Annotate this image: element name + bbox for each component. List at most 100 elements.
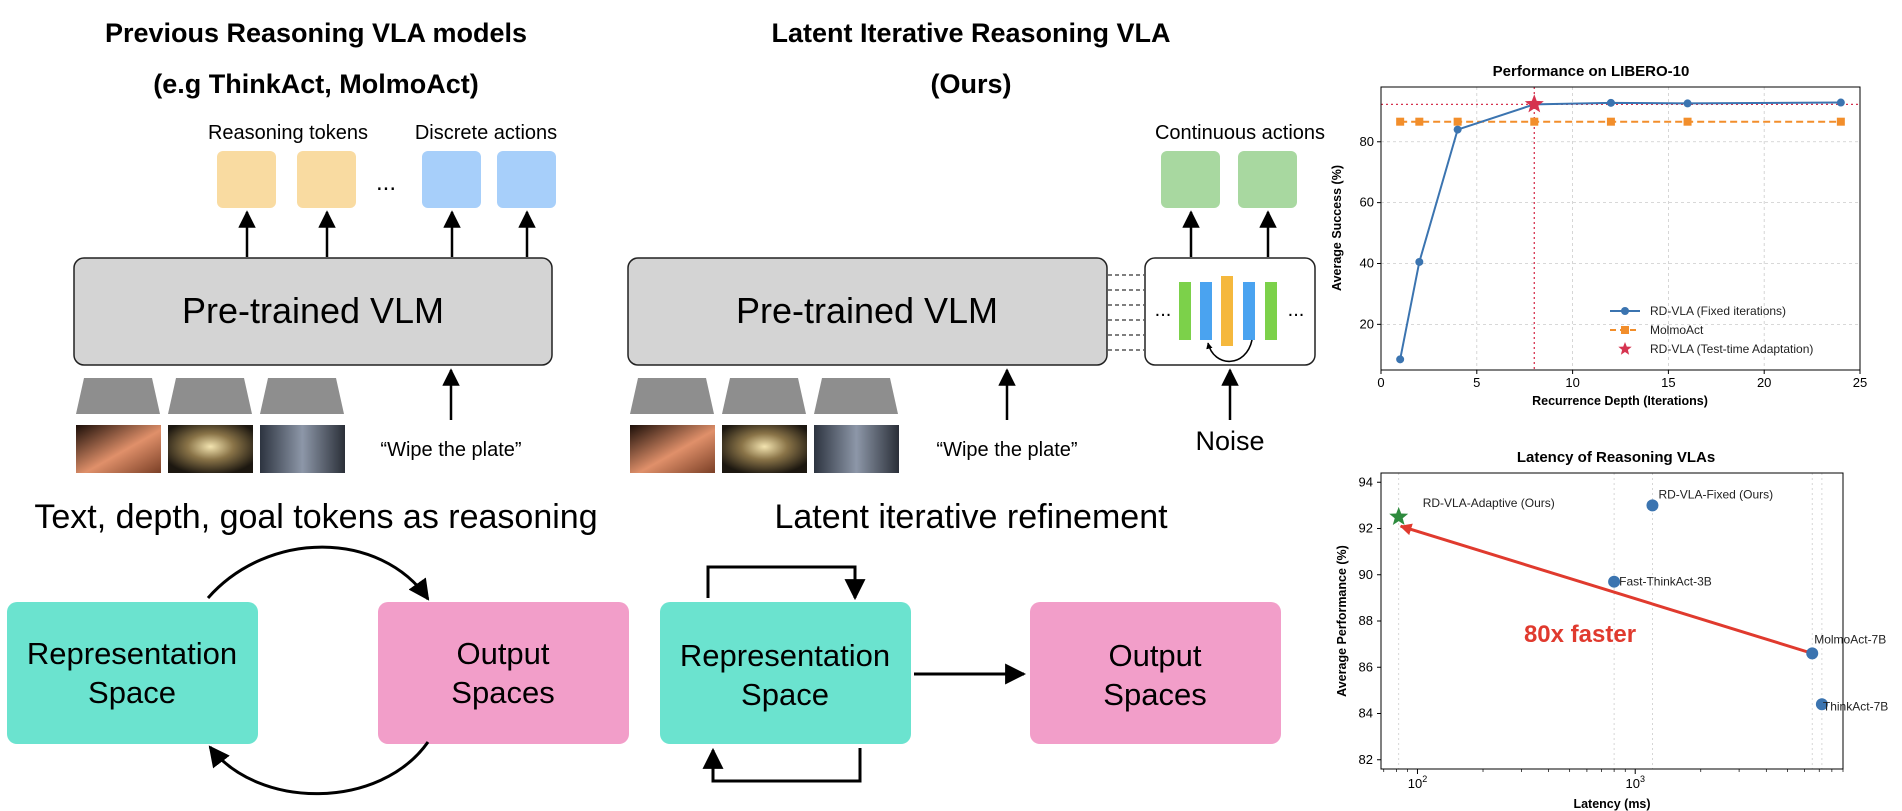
unet-layer [1243,282,1255,340]
feature-connectors [1108,274,1144,351]
discrete-actions-label: Discrete actions [415,122,557,144]
middle-subtitle: Latent iterative refinement [774,498,1168,536]
data-point-molmoact [1396,117,1405,126]
token-ellipsis: ... [376,169,396,196]
x-tick-exponent: 2 [1422,774,1427,784]
backward-arc [208,741,430,796]
camera-image [260,425,345,473]
chart-series: RD-VLA-Adaptive (Ours) RD-VLA-Fixed (Ours… [1389,487,1888,713]
point-label: ThinkAct-7B [1823,699,1888,713]
representation-label: Space [741,677,829,712]
speedup-annotation: 80x faster [1524,621,1636,648]
plot-frame [1380,86,1861,371]
forward-arc [206,545,430,601]
y-tick-label: 94 [1359,474,1373,489]
output-label: Spaces [451,675,554,710]
unet-layer [1179,282,1191,340]
data-point-rdvla [1396,355,1405,364]
vlm-label-left: Pre-trained VLM [182,290,444,331]
left-title-line2: (e.g ThinkAct, MolmoAct) [153,69,479,99]
block-ellipsis: ... [1155,299,1172,321]
vlm-label-middle: Pre-trained VLM [736,290,998,331]
data-point-molmoact [1415,117,1424,126]
chart-series [1396,94,1845,364]
camera-image [630,425,715,473]
unet-layer [1200,282,1212,340]
left-subtitle: Text, depth, goal tokens as reasoning [34,498,597,536]
left-panel: Previous Reasoning VLA models (e.g Think… [7,18,629,796]
point-label: RD-VLA-Adaptive (Ours) [1423,496,1555,510]
representation-space-middle [660,602,911,744]
reasoning-token-box [217,151,276,208]
data-point-rdvla [1683,99,1692,108]
y-tick-label: 88 [1359,613,1373,628]
y-tick-label: 90 [1359,567,1373,582]
legend-marker [1621,326,1629,334]
data-point-adaptive [1524,94,1544,113]
reasoning-tokens-label: Reasoning tokens [208,122,368,144]
instruction-left: “Wipe the plate” [380,439,521,461]
point-label: RD-VLA-Fixed (Ours) [1658,487,1773,501]
data-point-molmoact [1683,117,1692,126]
camera-image [722,425,807,473]
chart-legend: RD-VLA (Fixed iterations) MolmoAct RD-VL… [1610,304,1813,356]
noise-label: Noise [1195,426,1264,456]
point-label: MolmoAct-7B [1814,632,1886,646]
y-tick-label: 86 [1359,659,1373,674]
x-tick-label: 5 [1473,375,1480,390]
data-point [1646,499,1659,512]
discrete-action-box [422,151,481,208]
representation-label: Space [88,675,176,710]
data-point [1806,647,1819,660]
data-point [1815,698,1828,711]
x-axis-label: Recurrence Depth (Iterations) [1532,394,1708,408]
x-tick-label: 10 [1565,375,1579,390]
y-tick-label: 60 [1360,195,1374,210]
data-point-rdvla [1836,98,1845,107]
data-point [1608,575,1621,588]
camera-image [814,425,899,473]
refinement-loop-top [706,565,866,601]
block-ellipsis: ... [1288,299,1305,321]
refinement-loop-bottom [702,747,862,783]
data-point-molmoact [1530,117,1539,126]
data-point-rdvla [1606,98,1615,107]
x-tick-label: 15 [1661,375,1675,390]
x-tick-label: 0 [1377,375,1384,390]
camera-frustum [76,378,160,414]
chart-title: Latency of Reasoning VLAs [1517,449,1715,466]
chart-grid [1380,87,1861,370]
middle-title-line2: (Ours) [931,69,1012,99]
data-point-molmoact [1836,117,1845,126]
output-label: Output [1108,638,1201,673]
x-tick-label: 25 [1853,375,1867,390]
speedup-arrow [1399,523,1813,655]
data-point-rdvla [1415,257,1424,266]
representation-label: Representation [27,636,237,671]
output-spaces-left [378,602,629,744]
y-tick-label: 82 [1359,752,1373,767]
legend-entry: RD-VLA (Fixed iterations) [1650,304,1786,318]
legend-entry: MolmoAct [1650,323,1704,337]
data-point-rdvla [1453,125,1462,134]
y-axis-label: Average Success (%) [1330,165,1344,291]
x-tick-label: 102 [1408,774,1427,791]
continuous-actions-label: Continuous actions [1155,122,1325,144]
data-point-molmoact [1453,117,1462,126]
y-axis-label: Average Performance (%) [1335,545,1349,697]
camera-image [76,425,161,473]
reasoning-token-box [297,151,356,208]
vlm-box-middle [627,257,1108,366]
representation-space-left [7,602,258,744]
output-label: Output [456,636,549,671]
representation-label: Representation [680,638,890,673]
chart-title: Performance on LIBERO-10 [1493,63,1690,80]
continuous-action-box [1238,151,1297,208]
x-tick-label: 103 [1625,774,1644,791]
y-tick-label: 80 [1360,134,1374,149]
camera-frustum [630,378,714,414]
loop-arrow [1206,339,1253,363]
